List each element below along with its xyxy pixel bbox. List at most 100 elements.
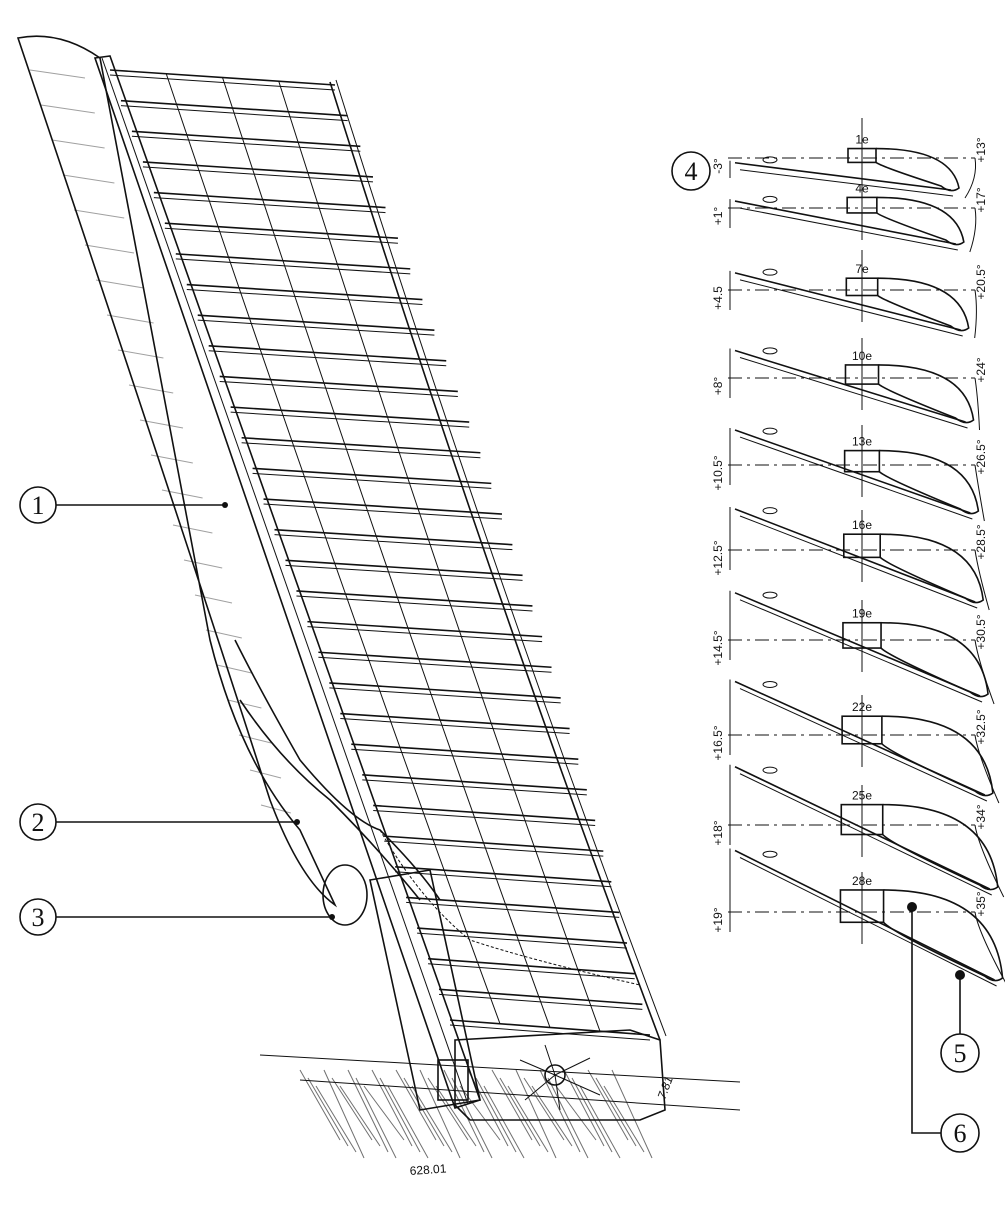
ground-shading: [259, 1054, 741, 1159]
section-outer-angle: +24°: [974, 357, 988, 382]
sail-bar-edge: [186, 289, 423, 306]
ground-hatch-line: [307, 1077, 349, 1147]
section-stock-block: [840, 803, 884, 836]
section-sail-bar-lower: [739, 279, 963, 337]
ground-hatch-line: [411, 1085, 453, 1153]
callout-3: 3: [19, 898, 335, 936]
section-fin: [875, 147, 960, 192]
sail-bar: [186, 283, 423, 301]
section-fin: [877, 364, 975, 424]
sail-bar-edge: [428, 963, 635, 980]
section-sail-bar-lower: [739, 169, 954, 197]
section-outer-angle: +34°: [974, 804, 988, 829]
callout-5: 5: [940, 970, 980, 1073]
canvas-end: [322, 864, 368, 926]
board-plank-line: [84, 244, 135, 254]
sail-bar: [428, 957, 635, 975]
svg-text:2: 2: [32, 808, 45, 837]
svg-text:1: 1: [32, 491, 45, 520]
section-station-label: 22e: [852, 700, 872, 714]
section-sail-bar: [734, 272, 961, 331]
section-inner-angle: +4.5: [711, 286, 725, 310]
board-plank-line: [62, 174, 115, 184]
section-stock-block: [846, 196, 878, 214]
sail-bar: [153, 191, 386, 209]
svg-text:5: 5: [954, 1039, 967, 1068]
section-stock-block: [845, 277, 879, 297]
section-fin: [877, 277, 970, 332]
cross-section-25e: 25e+18°+34°: [711, 764, 1005, 898]
section-cleat: [762, 268, 778, 276]
board-plank-line: [238, 734, 272, 744]
outer-angle-arc: [969, 207, 977, 253]
section-cleat: [762, 195, 778, 203]
sail-bar-edge: [241, 442, 481, 459]
ground-hatch-line: [491, 1069, 533, 1141]
cross-section-22e: 22e+16.5°+32.5°: [711, 679, 1000, 804]
sail-leading-board: [16, 35, 338, 908]
sail-bar: [340, 712, 570, 730]
ground-hatch-line: [611, 1069, 653, 1159]
board-plank-line: [194, 594, 233, 604]
ground-hatch-line: [331, 1077, 373, 1141]
outer-angle-arc: [974, 464, 985, 522]
sail-bar: [263, 498, 503, 515]
ground-hatch-line: [579, 1085, 621, 1159]
ground-hatch-line: [587, 1069, 629, 1141]
section-fin: [880, 621, 989, 698]
section-station-label: 10e: [852, 349, 872, 363]
section-sail-bar: [734, 429, 971, 514]
board-plank-line: [150, 454, 193, 464]
ground-hatch-line: [419, 1069, 461, 1159]
section-station-label: 7e: [855, 262, 869, 276]
callout-4: 4: [671, 151, 711, 191]
section-outer-angle: +26.5°: [974, 439, 988, 474]
outer-angle-arc: [974, 639, 995, 705]
section-outer-angle: +13°: [974, 137, 988, 162]
section-stock-block: [844, 364, 880, 385]
ground-hatch-line: [339, 1085, 381, 1147]
cross-section-7e: 7e+4.5+20.5°: [711, 250, 988, 339]
ground-hatch-line: [547, 1077, 589, 1159]
section-sail-bar-lower: [739, 857, 997, 987]
sail-bar-edge: [395, 871, 612, 888]
section-outer-angle: +32.5°: [974, 709, 988, 744]
ground-hatch-line: [323, 1069, 365, 1159]
svg-text:3: 3: [32, 903, 45, 932]
section-cleat: [762, 680, 778, 688]
sail-bar-edge: [175, 258, 411, 275]
sail-bar: [438, 988, 643, 1006]
ground-hatch-line: [315, 1085, 357, 1153]
board-plank-line: [106, 314, 154, 324]
sail-bar: [373, 804, 596, 822]
sail-bar: [274, 528, 513, 546]
section-sail-bar: [734, 849, 995, 981]
board-plank-line: [128, 384, 174, 394]
sail-bar-edge: [340, 718, 570, 735]
ground-hatch-line: [387, 1085, 429, 1159]
section-sail-bar: [734, 349, 966, 423]
section-outer-angle: +30.5°: [974, 614, 988, 649]
ground-hatch-line: [563, 1069, 605, 1147]
board-plank-line: [260, 804, 291, 814]
sail-bar: [219, 375, 458, 393]
section-cleat: [762, 347, 778, 355]
cross-section-19e: 19e+14.5°+30.5°: [711, 590, 995, 705]
whip-spar-inner: [101, 57, 469, 1105]
section-station-label: 28e: [852, 874, 872, 888]
callout-1: 1: [19, 486, 228, 524]
ground-hatch-line: [451, 1077, 493, 1159]
section-outer-angle: +17°: [974, 187, 988, 212]
sail-bar: [208, 345, 447, 362]
board-plank-line: [95, 279, 144, 289]
board-plank-line: [139, 419, 184, 429]
sail-bar: [307, 620, 543, 638]
sail-bar: [175, 253, 411, 270]
board-plank-line: [29, 69, 86, 79]
sail-bar: [384, 835, 604, 852]
section-sail-bar-lower: [739, 515, 978, 609]
reef-chain: [379, 829, 641, 986]
sail-bar-edge: [406, 901, 620, 918]
sail-lath: [278, 81, 601, 1032]
sail-bar-edge: [296, 595, 533, 612]
